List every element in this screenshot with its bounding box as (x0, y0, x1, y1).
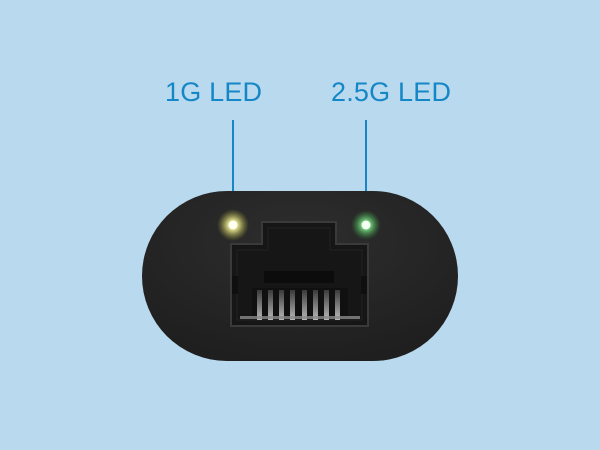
led-2-5g-label: 2.5G LED (331, 77, 452, 107)
rj45-port-icon (230, 221, 369, 327)
led-2-5g-leader-line (365, 120, 367, 215)
led-1g-label: 1G LED (165, 77, 263, 107)
led-2-5g-indicator (351, 210, 381, 240)
led-1g-leader-line (232, 120, 234, 215)
led-1g-indicator (217, 209, 249, 241)
